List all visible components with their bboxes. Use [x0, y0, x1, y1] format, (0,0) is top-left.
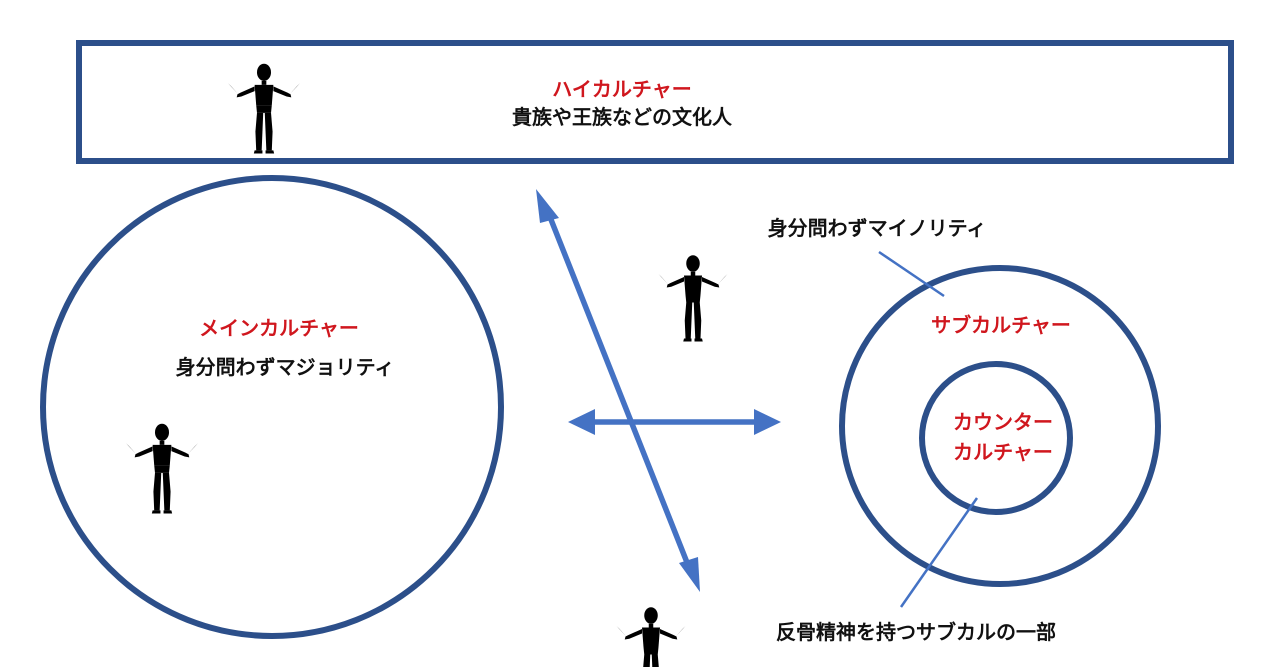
- counter-culture-callout-line: [899, 497, 979, 608]
- person-figure-icon-sub: [658, 255, 728, 342]
- high-culture-box: [76, 40, 1234, 164]
- sub-culture-title: サブカルチャー: [931, 313, 1071, 337]
- sub-culture-callout-line: [878, 250, 945, 298]
- person-figure-icon-main: [126, 423, 198, 514]
- counter-culture-title-line1: カウンター: [953, 410, 1053, 434]
- horizontal-double-arrow-icon: [568, 409, 781, 435]
- diagonal-double-arrow-icon: [536, 189, 700, 592]
- counter-culture-circle: [919, 361, 1073, 515]
- sub-culture-circle: [839, 265, 1161, 587]
- person-figure-icon-high: [228, 63, 300, 154]
- person-figure-icon-counter: [616, 607, 686, 667]
- main-culture-description: 身分問わずマジョリティ: [176, 355, 395, 379]
- sub-culture-callout: 身分問わずマイノリティ: [768, 216, 987, 240]
- main-culture-title: メインカルチャー: [199, 316, 359, 340]
- high-culture-description: 貴族や王族などの文化人: [512, 105, 733, 129]
- counter-culture-title-line2: カルチャー: [953, 440, 1053, 464]
- main-culture-circle: [40, 175, 504, 639]
- counter-culture-callout: 反骨精神を持つサブカルの一部: [776, 620, 1056, 644]
- high-culture-title: ハイカルチャー: [552, 77, 691, 101]
